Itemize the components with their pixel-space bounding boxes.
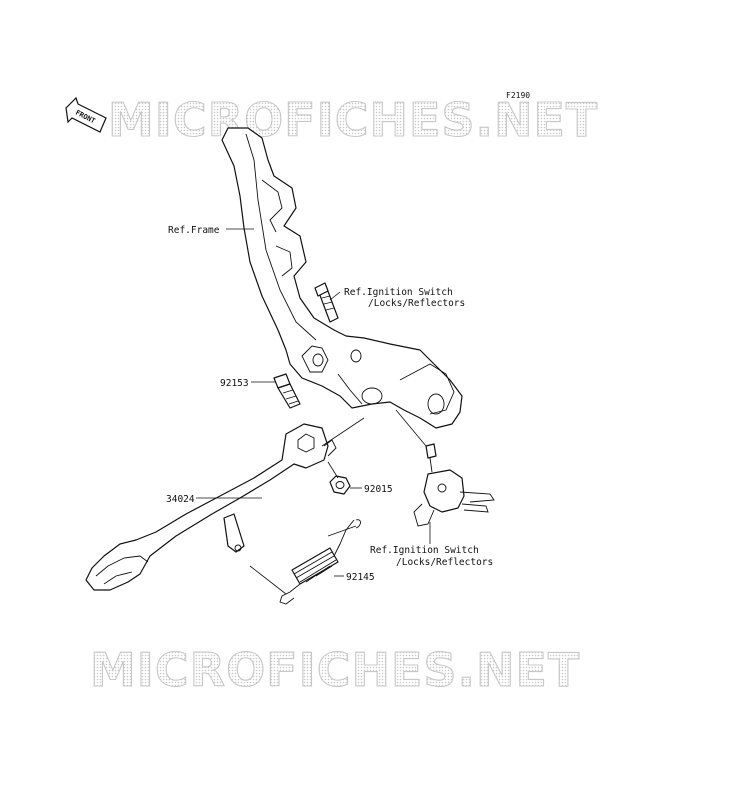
leader-spring-hook bbox=[327, 525, 357, 537]
spring-92145-part bbox=[279, 519, 361, 605]
front-arrow-icon: FRONT bbox=[65, 96, 107, 133]
frame-bolt-part bbox=[314, 282, 339, 323]
label-92145: 92145 bbox=[346, 572, 375, 583]
leader-nut-to-stand bbox=[327, 461, 339, 479]
leader-spring-to-stand bbox=[249, 565, 287, 595]
label-ref-ignition-top-2: /Locks/Reflectors bbox=[368, 298, 465, 309]
side-stand-part bbox=[85, 423, 337, 591]
watermark-top: MICROFICHES.NET bbox=[108, 93, 598, 147]
label-92153: 92153 bbox=[220, 378, 249, 389]
leader-ignition-top bbox=[329, 291, 341, 301]
label-ref-ignition-top-1: Ref.Ignition Switch bbox=[344, 287, 453, 298]
leader-switch-to-frame bbox=[395, 409, 427, 447]
figure-code: F2190 bbox=[506, 91, 530, 100]
side-stand-switch-part bbox=[413, 443, 495, 527]
label-ref-ignition-bottom-1: Ref.Ignition Switch bbox=[370, 545, 479, 556]
watermark-bottom: MICROFICHES.NET bbox=[90, 643, 580, 697]
label-92015: 92015 bbox=[364, 484, 393, 495]
label-ref-frame: Ref.Frame bbox=[168, 225, 220, 236]
leader-stand-to-frame bbox=[321, 417, 365, 447]
frame-part bbox=[221, 127, 463, 429]
nut-92015-part bbox=[329, 475, 351, 495]
label-34024: 34024 bbox=[166, 494, 195, 505]
label-ref-ignition-bottom-2: /Locks/Reflectors bbox=[396, 557, 493, 568]
bolt-92153-part bbox=[273, 373, 301, 409]
